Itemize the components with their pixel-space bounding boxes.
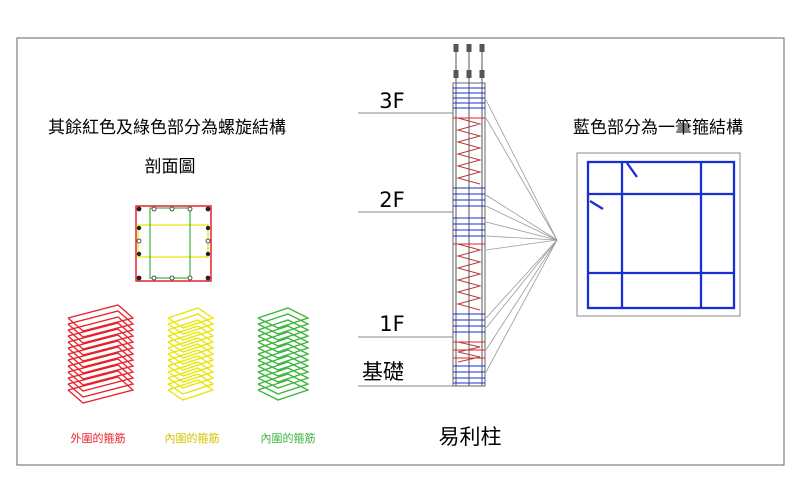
guide-lines <box>485 99 558 373</box>
spiral-zigzag-lower <box>456 243 482 311</box>
spiral-zigzag-foundation <box>457 341 481 363</box>
cross-section <box>135 205 212 282</box>
column-elevation <box>452 44 486 387</box>
blue-stirrup-detail <box>576 152 741 317</box>
spiral-note: 其餘紅色及綠色部分為螺旋結構 <box>48 118 286 138</box>
floor-label-3f: 3F <box>379 89 404 113</box>
inner-stirrup-yellow-label: 內圍的箍筋 <box>165 431 220 445</box>
spiral-zigzag-upper <box>456 117 482 185</box>
floor-lines <box>358 112 453 387</box>
blue-stirrup-note: 藍色部分為一筆箍結構 <box>573 118 743 138</box>
outer-stirrup-spiral <box>67 304 135 404</box>
outer-frame <box>16 37 785 466</box>
floor-label-2f: 2F <box>379 188 404 212</box>
floor-label-1f: 1F <box>379 312 404 336</box>
inner-stirrup-green-label: 內圍的箍筋 <box>261 431 316 445</box>
inner-stirrup-spiral-green <box>257 307 310 401</box>
column-title: 易利柱 <box>439 425 502 449</box>
floor-label-foundation: 基礎 <box>362 360 404 384</box>
section-title: 剖面圖 <box>145 157 196 177</box>
inner-stirrup-spiral-yellow <box>167 307 215 401</box>
outer-stirrup-label: 外圍的箍筋 <box>71 431 126 445</box>
